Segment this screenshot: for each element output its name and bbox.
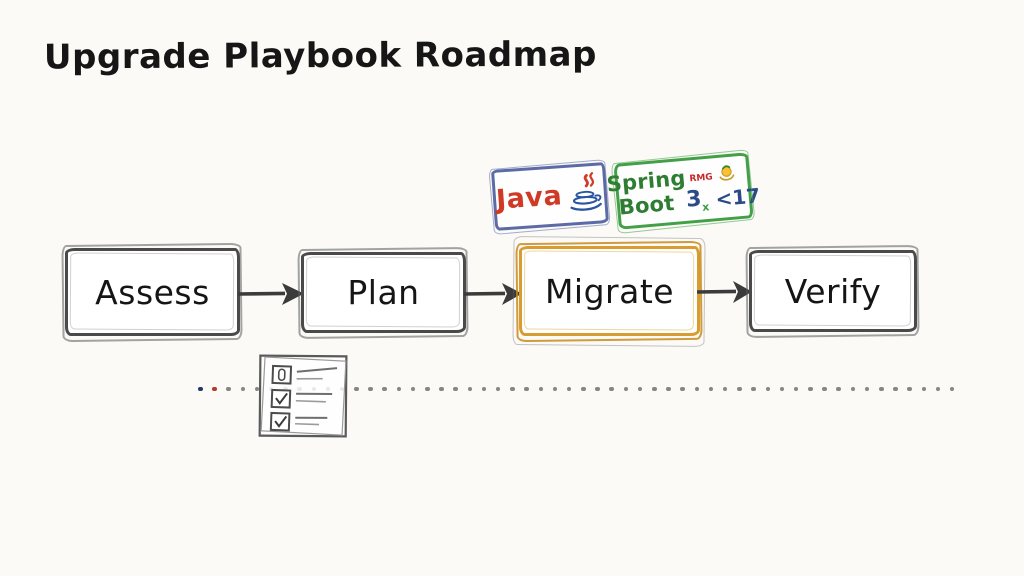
- spring-boot-badge: Spring RMG Boot 3x <17: [606, 152, 761, 230]
- timeline-dot: [254, 386, 260, 392]
- timeline-dot: [737, 386, 742, 392]
- step-box-assess: Assess: [65, 248, 240, 336]
- timeline-dot: [354, 386, 359, 392]
- timeline-dot: [198, 386, 203, 392]
- timeline-dot: [708, 386, 714, 392]
- timeline-dot: [751, 386, 756, 392]
- timeline-dot: [453, 386, 458, 392]
- arrow-icon: [696, 281, 752, 303]
- timeline-dot: [510, 386, 515, 392]
- step-box-migrate: Migrate: [512, 235, 706, 348]
- timeline-dot: [935, 386, 941, 392]
- timeline-dot: [765, 386, 770, 392]
- timeline-dot: [524, 386, 529, 392]
- timeline-dot: [425, 386, 430, 392]
- timeline-dot: [793, 386, 799, 392]
- timeline-dot: [893, 386, 898, 392]
- timeline-dot: [850, 386, 856, 392]
- timeline-dot: [566, 386, 572, 392]
- timeline-dot: [666, 386, 671, 392]
- step-label: Migrate: [544, 271, 675, 311]
- java-coffee-cup-icon: [570, 171, 602, 211]
- step-box-plan: Plan: [301, 252, 466, 333]
- step-box-verify: Verify: [749, 250, 917, 332]
- timeline-dot: [864, 386, 870, 392]
- timeline-dot: [609, 386, 614, 392]
- timeline-dot: [538, 386, 543, 392]
- java-badge-label: Java: [495, 180, 564, 216]
- arrow-icon: [463, 283, 522, 305]
- timeline-dot: [382, 386, 387, 392]
- timeline-dot: [779, 386, 785, 392]
- timeline-dot: [623, 386, 629, 392]
- step-label: Verify: [784, 271, 882, 311]
- duke-icon: [719, 165, 735, 181]
- timeline-dot: [226, 386, 231, 392]
- timeline-dot: [836, 386, 841, 392]
- timeline-dot: [495, 386, 501, 392]
- timeline-dot: [879, 386, 884, 392]
- timeline-dot: [410, 386, 416, 392]
- timeline-dot: [722, 386, 728, 392]
- arrow-icon: [237, 283, 304, 305]
- timeline-dot: [439, 386, 444, 392]
- boot-word: Boot: [617, 190, 676, 220]
- timeline-dot: [822, 386, 827, 392]
- jdk-constraint: <17: [714, 182, 762, 211]
- timeline-dot: [552, 386, 558, 392]
- step-label: Plan: [347, 273, 420, 312]
- page-title: Upgrade Playbook Roadmap: [43, 34, 598, 78]
- spring-tag-label: RMG: [689, 171, 714, 184]
- timeline-dot: [212, 386, 217, 392]
- spring-version: 3x: [685, 186, 710, 214]
- timeline-dot: [907, 386, 912, 392]
- timeline-dot: [680, 386, 685, 392]
- timeline-dot: [949, 386, 955, 392]
- java-badge: Java: [491, 162, 609, 231]
- checklist-icon: [258, 354, 348, 438]
- timeline-dot: [921, 386, 927, 392]
- step-label: Assess: [95, 272, 210, 312]
- timeline-dot: [581, 386, 586, 392]
- timeline-dot: [396, 386, 402, 392]
- timeline-dot: [595, 386, 600, 392]
- timeline-dot: [467, 386, 473, 392]
- timeline-dot: [808, 386, 813, 392]
- timeline-dot: [481, 386, 487, 392]
- timeline-dot: [637, 386, 643, 392]
- timeline-dot: [240, 386, 246, 392]
- timeline-dot: [694, 386, 700, 392]
- timeline-dot: [368, 386, 373, 392]
- timeline-dot: [652, 386, 657, 392]
